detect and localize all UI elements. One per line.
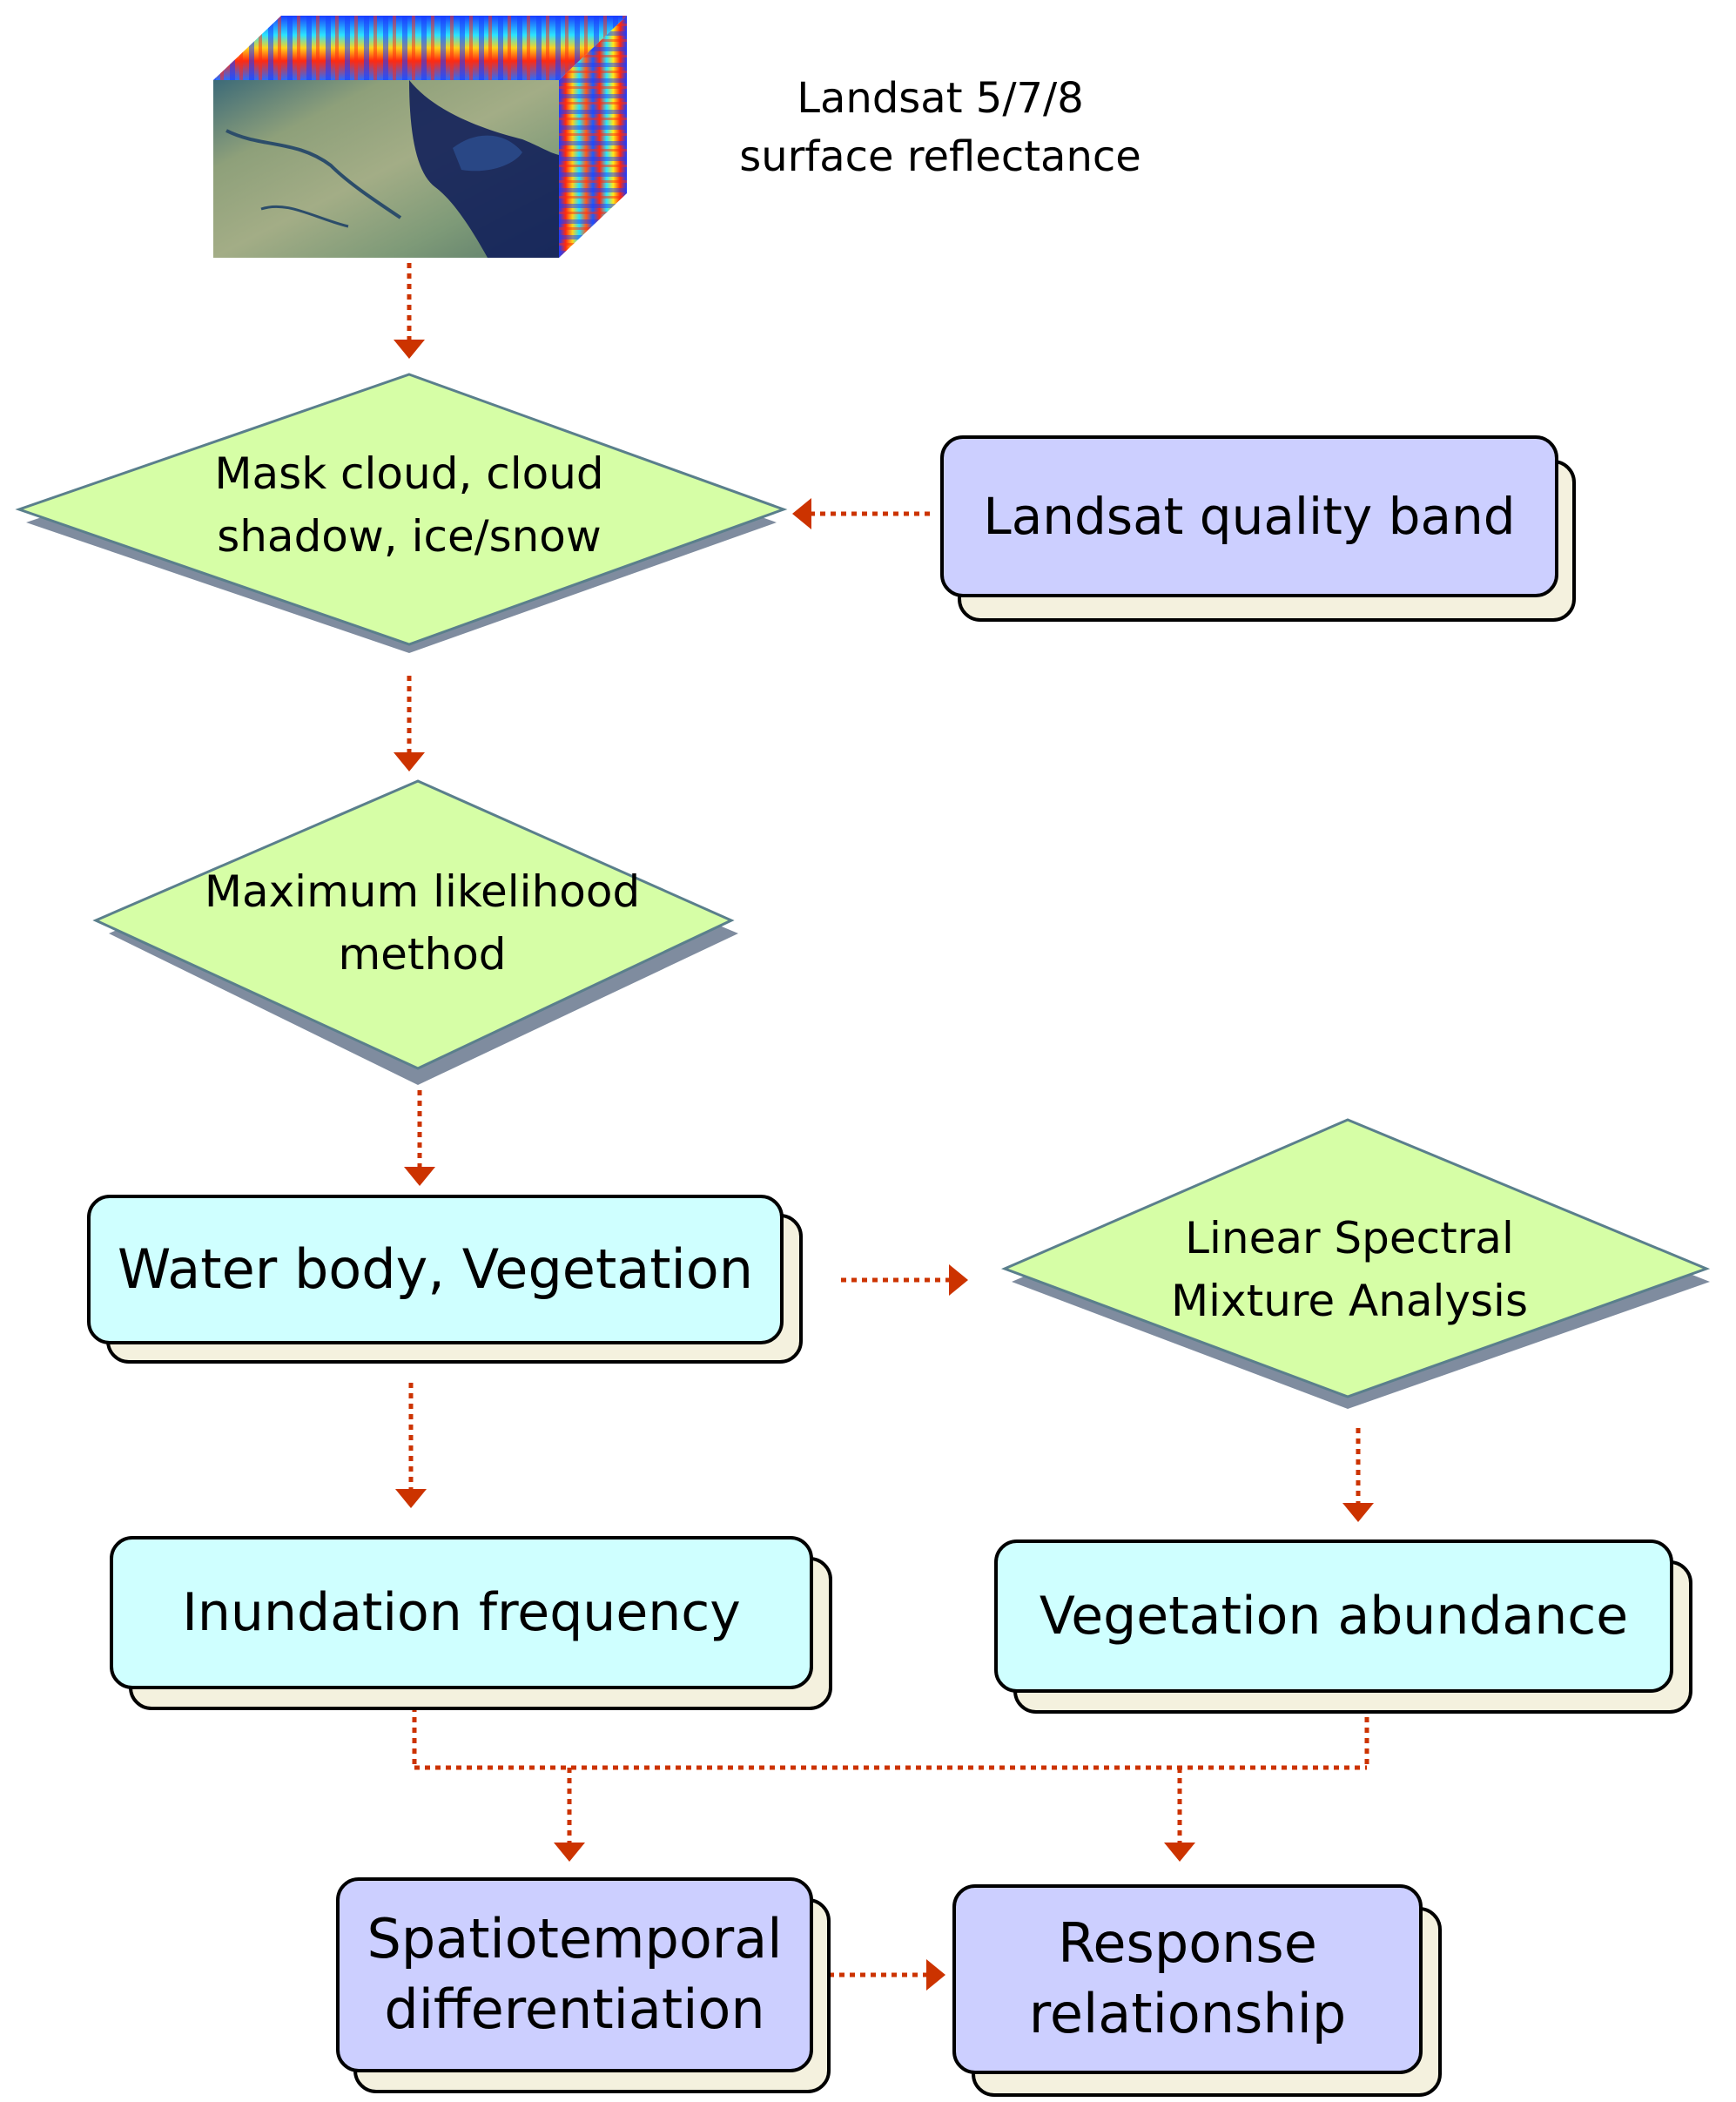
spatiotemporal-line2: differentiation xyxy=(384,1977,765,2041)
lsma-diamond xyxy=(1000,1118,1711,1409)
landsat-quality-band-box: Landsat quality band xyxy=(940,435,1558,597)
vegetation-abundance-label: Vegetation abundance xyxy=(1039,1585,1629,1647)
response-line1: Response xyxy=(1058,1911,1317,1976)
water-vegetation-box: Water body, Vegetation xyxy=(87,1195,784,1344)
inundation-frequency-box: Inundation frequency xyxy=(110,1536,813,1689)
spatiotemporal-box: Spatiotemporal differentiation xyxy=(336,1877,813,2072)
lsma-line2: Mixture Analysis xyxy=(1170,1276,1529,1326)
mask-cloud-line2: shadow, ice/snow xyxy=(217,511,602,562)
landsat-quality-band-label: Landsat quality band xyxy=(983,486,1516,546)
mask-cloud-label: Mask cloud, cloud shadow, ice/snow xyxy=(122,440,696,570)
mlm-line2: method xyxy=(338,929,507,980)
response-line2: relationship xyxy=(1028,1982,1347,2045)
spatiotemporal-line1: Spatiotemporal xyxy=(367,1907,783,1971)
vegetation-abundance-box: Vegetation abundance xyxy=(994,1539,1673,1693)
source-label-line1: Landsat 5/7/8 xyxy=(797,74,1084,123)
lsma-line1: Linear Spectral xyxy=(1185,1212,1514,1263)
response-box: Response relationship xyxy=(952,1884,1423,2074)
inundation-frequency-label: Inundation frequency xyxy=(182,1581,741,1643)
source-label-line2: surface reflectance xyxy=(739,132,1141,182)
mlm-line1: Maximum likelihood xyxy=(204,866,641,917)
satellite-cube-icon xyxy=(213,16,627,258)
source-label: Landsat 5/7/8 surface reflectance xyxy=(696,70,1184,186)
mlm-label: Maximum likelihood method xyxy=(152,858,692,988)
lsma-label: Linear Spectral Mixture Analysis xyxy=(1114,1204,1585,1335)
mask-cloud-diamond xyxy=(15,373,788,653)
mask-cloud-line1: Mask cloud, cloud xyxy=(214,448,604,499)
water-vegetation-label: Water body, Vegetation xyxy=(117,1237,754,1302)
arrowheads xyxy=(394,340,1374,1991)
connector-arrows xyxy=(407,263,1369,1977)
mlm-diamond xyxy=(92,779,738,1085)
